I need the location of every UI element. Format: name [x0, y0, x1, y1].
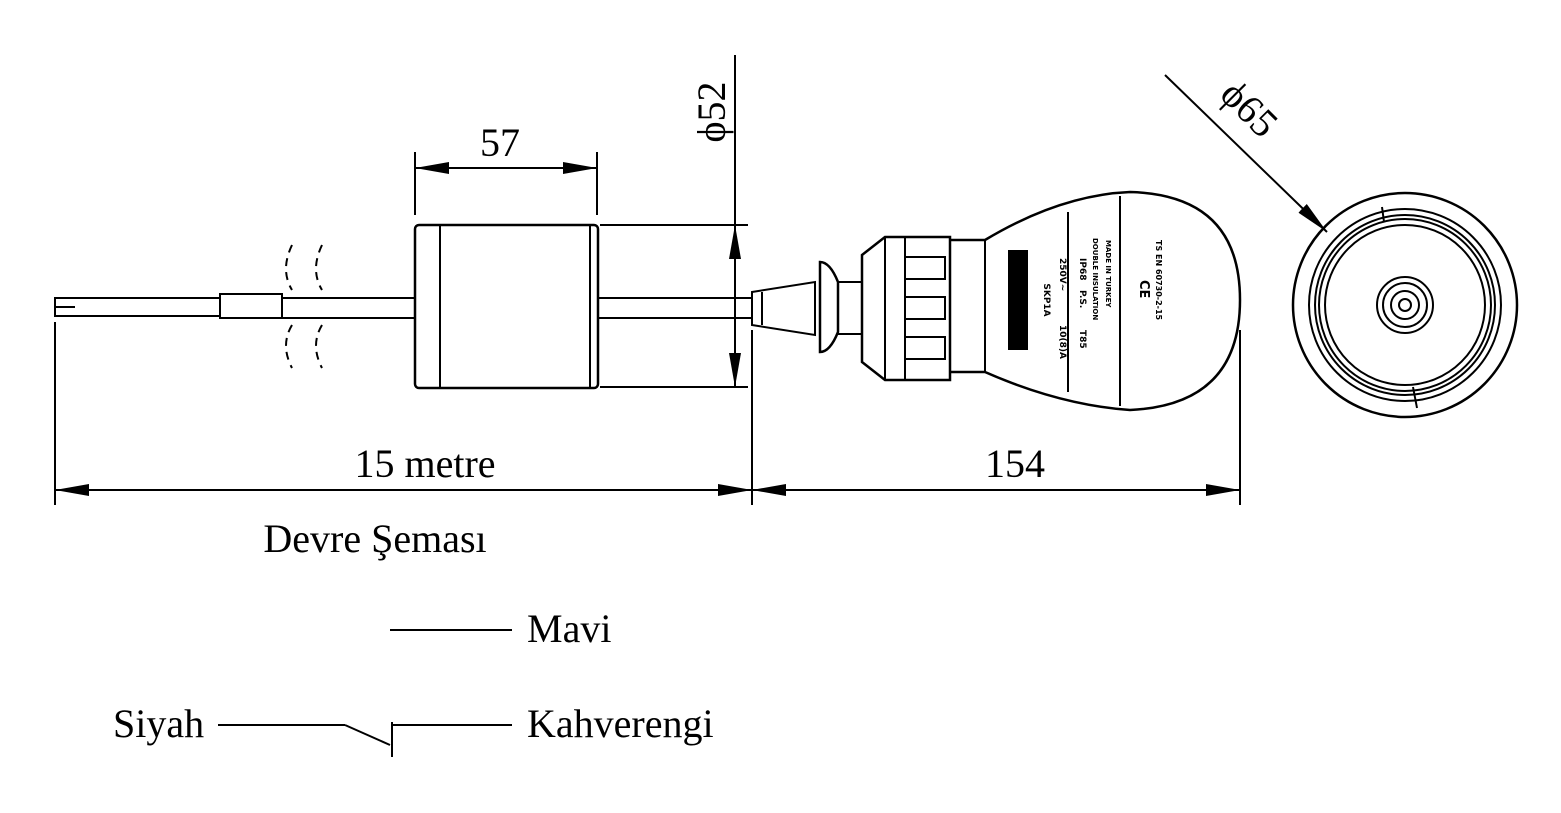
label-temp: T85 — [1077, 330, 1087, 349]
dimension-57: 57 — [414, 120, 598, 215]
label-standard: TS EN 60730-2-15 — [1154, 240, 1163, 321]
dimension-154: 154 — [752, 330, 1241, 505]
cable-length-label: 15 metre — [354, 441, 495, 486]
switch-contact — [344, 724, 391, 746]
dimension-cable-length: 15 metre — [54, 322, 753, 505]
black-wire-label: Siyah — [113, 701, 204, 746]
label-insulation: DOUBLE INSULATION — [1091, 238, 1099, 320]
circuit-diagram: Mavi Siyah Kahverengi — [113, 606, 714, 757]
blue-wire-label: Mavi — [527, 606, 611, 651]
label-ip: IP68 — [1077, 258, 1087, 280]
label-voltage: 250V~ — [1057, 258, 1067, 291]
dimension-52: ϕ52 — [600, 55, 748, 388]
brown-wire-label: Kahverengi — [527, 701, 714, 746]
device-label: SKP1A 250V~ 10(8)A IP68 P.S. T85 DOUBLE … — [1041, 238, 1163, 359]
cable — [54, 244, 752, 369]
label-origin: MADE IN TURKEY — [1104, 240, 1112, 308]
label-rating: 10(8)A — [1057, 325, 1067, 359]
brand-logo — [1008, 250, 1028, 350]
switch-length-label: 154 — [985, 441, 1045, 486]
cable-break-mark — [315, 244, 323, 369]
label-model: SKP1A — [1041, 283, 1051, 316]
circuit-title: Devre Şeması — [263, 516, 486, 561]
switch-end-view — [1291, 191, 1519, 419]
label-ps: P.S. — [1077, 290, 1087, 308]
weight-cylinder — [413, 223, 600, 390]
ce-mark: CE — [1136, 280, 1151, 298]
switch-diameter-label: ϕ65 — [1212, 71, 1287, 146]
cylinder-length-label: 57 — [480, 120, 520, 165]
cylinder-diameter-label: ϕ52 — [689, 81, 734, 142]
dimension-65: ϕ65 — [1164, 71, 1328, 233]
switch-body: SKP1A 250V~ 10(8)A IP68 P.S. T85 DOUBLE … — [751, 190, 1242, 412]
cable-break-mark — [285, 244, 293, 369]
